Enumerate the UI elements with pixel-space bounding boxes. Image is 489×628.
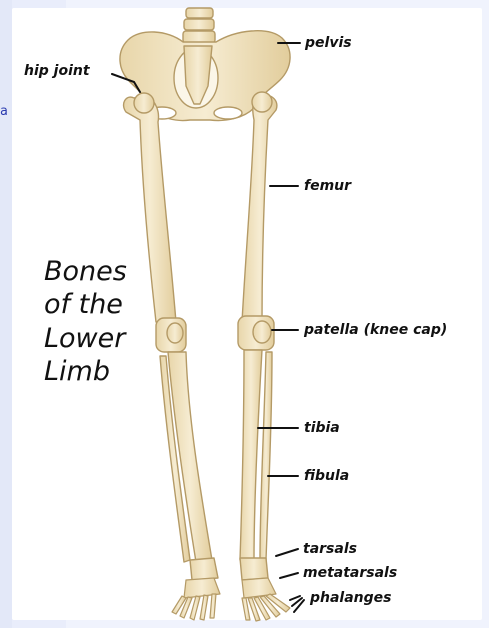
tarsals-bone: [240, 558, 268, 580]
left-femur-head: [134, 93, 154, 113]
label-fibula: fibula: [304, 469, 349, 483]
label-tibia: tibia: [304, 421, 340, 435]
label-hip-joint: hip joint: [24, 64, 90, 78]
left-patella: [167, 323, 183, 343]
spine: [183, 8, 215, 43]
obturator-right: [214, 107, 242, 119]
left-tarsals: [190, 558, 218, 580]
title-line: Limb: [44, 355, 127, 388]
label-tarsals: tarsals: [303, 542, 357, 556]
title-line: Bones: [44, 255, 127, 288]
tibia-bone: [240, 350, 262, 560]
right-femur: [242, 95, 277, 322]
left-foot: [172, 578, 220, 620]
leader-phalanges: [290, 596, 304, 612]
right-femur-head: [252, 92, 272, 112]
leader-tarsals: [276, 549, 298, 556]
diagram-title: Bones of the Lower Limb: [44, 255, 127, 389]
fibula-bone: [260, 352, 272, 560]
patella-bone: [253, 321, 271, 343]
leader-metatarsals: [280, 573, 298, 578]
label-femur: femur: [304, 179, 351, 193]
title-line: Lower: [44, 322, 127, 355]
label-patella: patella (knee cap): [304, 323, 447, 337]
title-line: of the: [44, 288, 127, 321]
label-pelvis: pelvis: [305, 36, 352, 50]
label-metatarsals: metatarsals: [303, 566, 397, 580]
right-foot: [242, 578, 290, 621]
left-femur: [124, 96, 176, 322]
label-phalanges: phalanges: [310, 591, 392, 605]
